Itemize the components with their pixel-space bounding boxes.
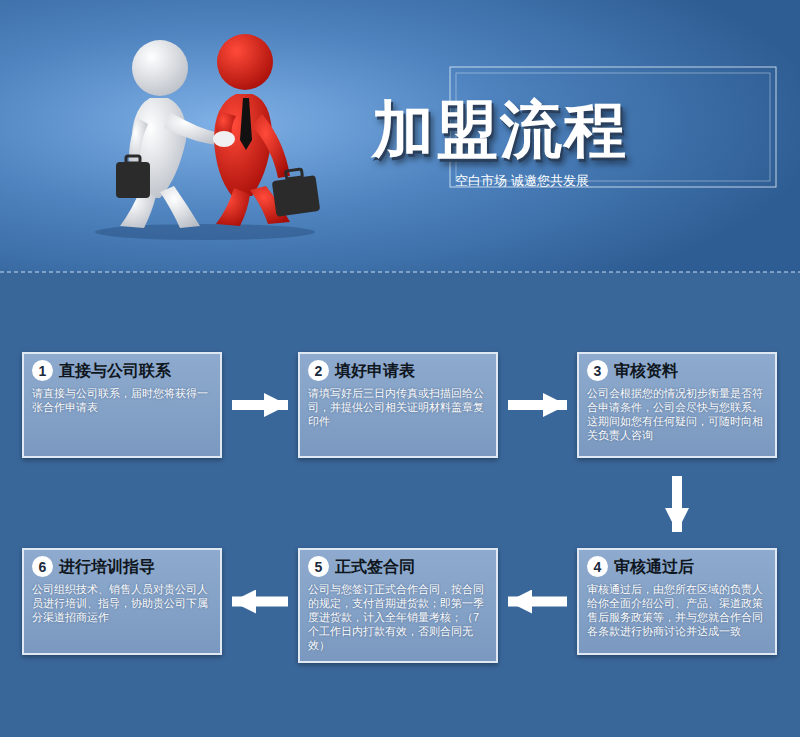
step-heading: 审核资料 [614,361,678,381]
step-heading: 正式签合同 [335,557,415,577]
handshake-illustration [95,34,320,240]
step-heading: 填好申请表 [335,361,415,381]
process-box: 2 填好申请表请填写好后三日内传真或扫描回给公司，并提供公司相关证明材料盖章复印件 [298,352,498,458]
header-band [0,0,800,272]
flow-arrow [508,400,567,410]
step-heading: 进行培训指导 [59,557,155,577]
box-header: 3 审核资料 [587,360,767,381]
step-number: 3 [587,360,608,381]
step-heading: 审核通过后 [614,557,694,577]
step-description: 请填写好后三日内传真或扫描回给公司，并提供公司相关证明材料盖章复印件 [308,386,488,428]
box-header: 6 进行培训指导 [32,556,212,577]
step-description: 公司组织技术、销售人员对贵公司人员进行培训、指导，协助贵公司下属分渠道招商运作 [32,582,212,624]
step-heading: 直接与公司联系 [59,361,171,381]
page-title: 加盟流程 [372,88,628,172]
process-box: 3 审核资料公司会根据您的情况初步衡量是否符合申请条件，公司会尽快与您联系。这期间… [577,352,777,458]
box-header: 4 审核通过后 [587,556,767,577]
flow-arrow [232,597,288,607]
flow-arrow [232,400,288,410]
process-box: 1 直接与公司联系请直接与公司联系，届时您将获得一张合作申请表 [22,352,222,458]
process-box: 5 正式签合同公司与您签订正式合作合同，按合同的规定，支付首期进货款；即第一季度进… [298,548,498,663]
flow-arrow [508,597,567,607]
process-box: 6 进行培训指导公司组织技术、销售人员对贵公司人员进行培训、指导，协助贵公司下属分… [22,548,222,655]
step-description: 公司会根据您的情况初步衡量是否符合申请条件，公司会尽快与您联系。这期间如您有任何… [587,386,767,442]
step-number: 1 [32,360,53,381]
step-description: 审核通过后，由您所在区域的负责人给你全面介绍公司、产品、渠道政策售后服务政策等，… [587,582,767,638]
content-band [0,272,800,737]
step-number: 2 [308,360,329,381]
process-box: 4 审核通过后审核通过后，由您所在区域的负责人给你全面介绍公司、产品、渠道政策售后… [577,548,777,655]
step-number: 6 [32,556,53,577]
step-description: 请直接与公司联系，届时您将获得一张合作申请表 [32,386,212,414]
step-number: 4 [587,556,608,577]
step-number: 5 [308,556,329,577]
box-header: 1 直接与公司联系 [32,360,212,381]
box-header: 5 正式签合同 [308,556,488,577]
flow-arrow [672,476,682,532]
subtitle: 空白市场 诚邀您共发展 [455,172,589,190]
step-description: 公司与您签订正式合作合同，按合同的规定，支付首期进货款；即第一季度进货款，计入全… [308,582,488,652]
box-header: 2 填好申请表 [308,360,488,381]
dashed-divider [0,272,800,273]
